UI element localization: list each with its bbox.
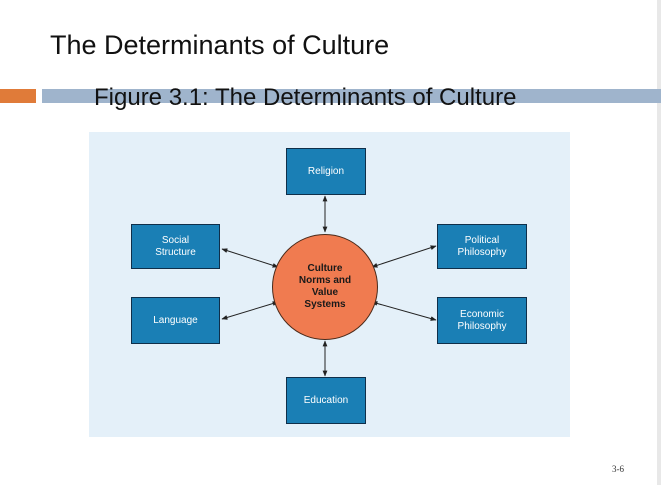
slide-right-border	[657, 0, 661, 485]
slide-title: The Determinants of Culture	[50, 30, 390, 60]
page-number: 3-6	[612, 464, 624, 474]
node-education: Education	[286, 377, 366, 424]
arrow-economic-philosophy	[371, 301, 437, 321]
arrow-political-philosophy	[371, 245, 437, 268]
figure-title: Figure 3.1: The Determinants of Culture	[94, 84, 517, 111]
node-political-philosophy: Political Philosophy	[437, 224, 527, 269]
arrow-social-structure	[221, 248, 279, 268]
node-culture-center: Culture Norms and Value Systems	[272, 234, 378, 340]
arrow-language	[221, 301, 279, 320]
title-accent-bar-blue	[42, 89, 661, 103]
node-economic-philosophy: Economic Philosophy	[437, 297, 527, 344]
node-religion: Religion	[286, 148, 366, 195]
node-social-structure: Social Structure	[131, 224, 220, 269]
title-accent-bar-orange	[0, 89, 36, 103]
node-language: Language	[131, 297, 220, 344]
